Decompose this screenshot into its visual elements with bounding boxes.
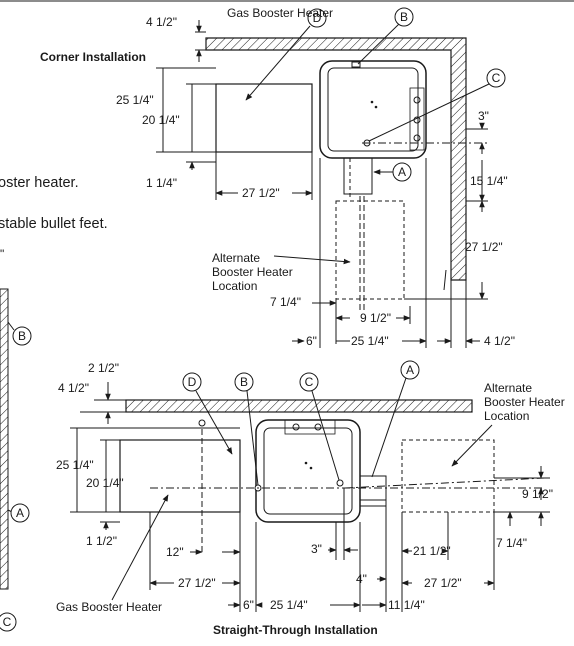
straight-dim-left-1-5: 1 1/2" [86,534,117,548]
svg-text:A: A [406,363,414,377]
straight-dim-low-25-25: 25 1/4" [270,598,308,612]
corner-dim-left-20-25: 20 1/4" [142,113,180,127]
corner-wall-break [443,269,447,291]
corner-dim-bottom-27-5: 27 1/2" [242,186,280,200]
straight-callout-c: C [299,372,340,481]
corner-label-gas-booster: Gas Booster Heater [227,6,333,20]
corner-label-alternate-3: Location [212,279,257,293]
corner-dishwasher-outer [319,60,427,159]
corner-drain-box [343,157,373,195]
corner-callout-a: A [373,162,412,182]
corner-callout-c: C [368,68,506,142]
svg-text:B: B [240,375,248,389]
straight-dim-right-27-5: 27 1/2" [424,576,462,590]
corner-dim-low-6: 6" [306,334,317,348]
left-callout-c: C [0,612,17,632]
corner-dim-right-15-25: 15 1/4" [470,174,508,188]
straight-alternate-box [401,439,495,513]
corner-dim-right-27-5: 27 1/2" [465,240,503,254]
svg-text:A: A [16,506,24,520]
left-text-booster: oster heater. [0,175,79,191]
straight-label-alternate-2: Booster Heater [484,395,565,409]
straight-callout-b: B [234,372,259,486]
straight-label-gas-booster: Gas Booster Heater [56,600,162,614]
straight-callout-d: D [182,372,233,455]
corner-dim-left-25-25: 25 1/4" [116,93,154,107]
corner-label-alternate-1: Alternate [212,251,260,265]
straight-dim-mid-3: 3" [311,542,322,556]
corner-alternate-box [335,200,405,300]
straight-dishwasher-inner [263,427,353,515]
corner-title: Corner Installation [40,50,146,64]
svg-text:B: B [18,329,26,343]
corner-dim-left-1-25: 1 1/4" [146,176,177,190]
straight-label-alternate-3: Location [484,409,529,423]
straight-dim-in-12: 12" [166,545,184,559]
straight-dim-top-2-5: 2 1/2" [88,361,119,375]
svg-text:D: D [188,375,197,389]
corner-dishwasher-inner [327,67,419,152]
corner-callout-d: D [245,8,327,101]
svg-text:B: B [400,10,408,24]
svg-text:D: D [313,11,322,25]
corner-dim-low-9-5: 9 1/2" [360,311,391,325]
svg-text:C: C [3,615,12,629]
straight-label-alternate-1: Alternate [484,381,532,395]
left-text-bullet: stable bullet feet. [0,216,108,232]
left-text-quote: " [0,247,4,261]
straight-callout-a: A [371,360,420,478]
svg-text:C: C [492,71,501,85]
straight-dim-right-9-5: 9 1/2" [522,487,553,501]
straight-dim-right-7-25: 7 1/4" [496,536,527,550]
straight-dim-top-4-5: 4 1/2" [58,381,89,395]
corner-callout-b: B [357,7,414,65]
straight-dim-low-11-25: 11 1/4" [388,598,425,612]
corner-dim-low-7-25: 7 1/4" [270,295,301,309]
straight-dim-bottom-27-5: 27 1/2" [178,576,216,590]
corner-gas-booster-box [215,83,313,153]
straight-dim-mid-21-5: 21 1/2" [413,544,451,558]
corner-plumbing [409,87,425,151]
straight-gas-booster-box [119,439,241,513]
straight-title: Straight-Through Installation [213,623,378,637]
left-callout-a: A [7,503,30,523]
straight-drain-box [359,475,387,507]
straight-plumbing [284,419,336,435]
left-callout-b: B [7,321,32,346]
straight-wall [125,399,473,413]
straight-dim-mid-4: 4" [356,572,367,586]
corner-dim-right-3: 3" [478,109,489,123]
straight-dim-low-6: 6" [243,598,254,612]
corner-dim-low-4-5: 4 1/2" [484,334,515,348]
corner-label-alternate-2: Booster Heater [212,265,293,279]
svg-text:A: A [398,165,406,179]
corner-dim-top-4-5: 4 1/2" [146,15,177,29]
svg-text:C: C [305,375,314,389]
left-partial-wall [0,288,9,590]
straight-dim-left-20-25: 20 1/4" [86,476,124,490]
straight-dim-left-25-25: 25 1/4" [56,458,94,472]
corner-dim-low-25-25: 25 1/4" [351,334,389,348]
